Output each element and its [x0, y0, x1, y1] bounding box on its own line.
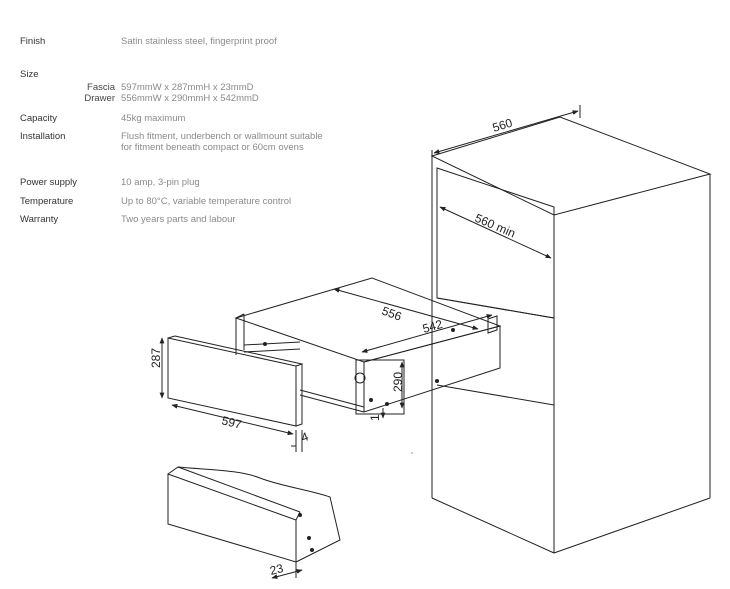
spec-sublabel: Drawer [84, 93, 115, 104]
spec-value: Up to 80°C, variable temperature control [121, 196, 292, 207]
drawer-top [234, 277, 502, 363]
fascia-edge [295, 363, 303, 427]
screw-hole [369, 398, 373, 402]
dim-line-fascia-depth [271, 569, 303, 579]
screw-hole [307, 536, 311, 540]
fascia-detail [167, 466, 341, 579]
dim-label-fascia-depth: 23 [268, 561, 285, 578]
dim-label-cabinet-width: 560 [491, 116, 515, 135]
drawer-box [234, 277, 502, 419]
detail-cutaway [167, 466, 341, 561]
dim-label-drawer-width: 556 [380, 304, 404, 324]
spec-value: 45kg maximum [121, 113, 186, 124]
screw-hole [310, 548, 314, 552]
detail-edge [177, 466, 301, 513]
dim-label-gap-side: 4 [299, 429, 310, 445]
dim-line-fascia-width [171, 403, 294, 436]
screw-hole [451, 328, 455, 332]
spec-value: 597mmW x 287mmH x 23mmD [121, 82, 254, 93]
spec-value: Flush fitment, underbench or wallmount s… [121, 131, 323, 153]
fascia-panel [159, 335, 303, 452]
screw-hole [298, 513, 302, 517]
spec-label: Capacity [20, 113, 57, 124]
spec-label: Temperature [20, 196, 74, 207]
spec-label: Size [20, 69, 39, 80]
dim-label-drawer-height: 290 [391, 372, 405, 392]
dim-label-drawer-depth: 542 [421, 317, 444, 336]
spec-label: Installation [20, 131, 66, 142]
spec-value: Two years parts and labour [121, 214, 236, 225]
fascia-edge [174, 335, 303, 365]
spec-value: Satin stainless steel, fingerprint proof [121, 36, 277, 47]
dim-label-fascia-height: 287 [149, 348, 163, 368]
spec-value: 556mmW x 290mmH x 542mmD [121, 93, 259, 104]
cabinet-opening [436, 167, 555, 319]
spec-sublabel: Fascia [87, 82, 115, 93]
fascia-front [167, 337, 297, 427]
dim-label-opening-width: 560 min [473, 211, 518, 241]
dim-label-gap-bottom: 1 [368, 414, 382, 421]
speck [411, 452, 413, 454]
spec-label: Finish [20, 36, 46, 47]
detail-edge [295, 559, 301, 563]
spec-label: Warranty [20, 214, 59, 225]
rail [243, 341, 301, 346]
dim-line-drawer-depth [361, 314, 493, 353]
opening-bottom [436, 384, 555, 406]
screw-hole [435, 379, 439, 383]
dim-line-drawer-width [333, 288, 479, 330]
drawer-plug [354, 372, 366, 384]
drawer-edge [235, 313, 245, 319]
rail [243, 348, 301, 353]
dim-line-cabinet-width [433, 110, 579, 154]
spec-label: Power supply [20, 177, 78, 188]
spec-value: 10 amp, 3-pin plug [121, 177, 200, 188]
cabinet [430, 105, 712, 554]
dim-line-opening-width [439, 206, 552, 259]
screw-hole [263, 342, 267, 346]
dim-label-fascia-width: 597 [220, 413, 243, 432]
screw-hole [385, 402, 389, 406]
cabinet-edge [431, 497, 555, 554]
drawer-bottom [299, 389, 365, 408]
cabinet-edge [553, 497, 711, 554]
cabinet-top [430, 116, 712, 216]
fascia-edge [167, 335, 176, 339]
drawer-bottom [299, 394, 365, 413]
opening-sill [436, 297, 555, 319]
